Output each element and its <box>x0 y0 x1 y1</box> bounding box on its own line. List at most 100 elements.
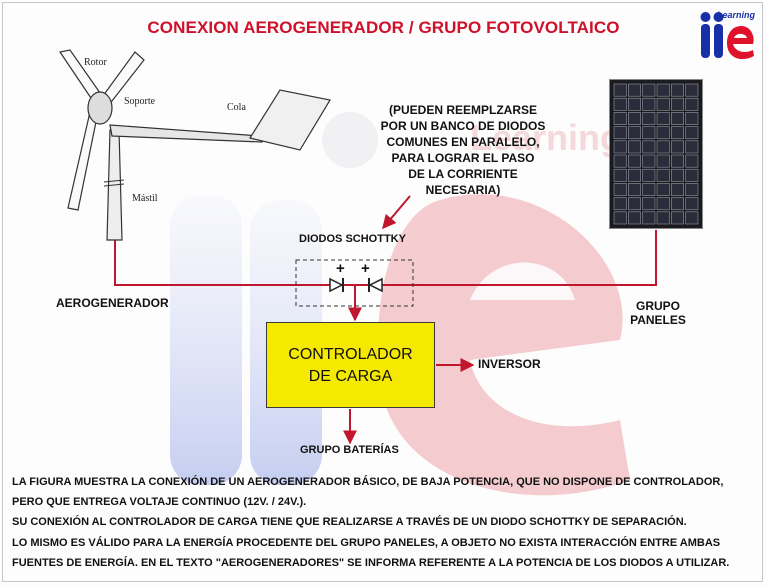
solar-cell <box>656 168 670 182</box>
solar-cell <box>671 197 684 211</box>
brand-logo: Learning <box>697 6 757 68</box>
panels-label-line2: PANELES <box>630 313 686 327</box>
solar-cell <box>613 211 627 225</box>
description-line: FUENTES DE ENERGÍA. EN EL TEXTO "AEROGEN… <box>12 556 730 569</box>
solar-cell <box>656 197 670 211</box>
solar-cell <box>642 126 656 140</box>
solar-cell <box>671 211 684 225</box>
controller-line1: CONTROLADOR <box>288 346 413 363</box>
solar-cell <box>685 211 699 225</box>
solar-cell <box>642 211 656 225</box>
solar-cell <box>613 83 627 97</box>
solar-cell <box>671 112 684 125</box>
charge-controller-box: CONTROLADOR DE CARGA <box>266 322 435 408</box>
turbine-label: AEROGENERADOR <box>56 296 169 310</box>
solar-cell <box>628 140 641 154</box>
solar-cell <box>642 112 656 125</box>
diode-plus-left: + <box>336 260 345 277</box>
solar-cell <box>656 83 670 97</box>
note-line: COMUNES EN PARALELO, <box>386 135 540 149</box>
solar-cell <box>628 83 641 97</box>
solar-cell <box>671 168 684 182</box>
description-line: PERO QUE ENTREGA VOLTAJE CONTINUO (12V. … <box>12 496 307 509</box>
tail-label: Cola <box>227 102 246 113</box>
controller-line2: DE CARGA <box>308 368 393 385</box>
solar-cell <box>628 211 641 225</box>
solar-cell <box>628 126 641 140</box>
solar-panel-illustration <box>609 79 703 229</box>
solar-cell <box>671 140 684 154</box>
solar-cell <box>656 97 670 111</box>
schottky-diode-left <box>329 277 344 293</box>
solar-cell <box>671 154 684 168</box>
page-title: CONEXION AEROGENERADOR / GRUPO FOTOVOLTA… <box>147 18 620 37</box>
solar-cell <box>628 154 641 168</box>
solar-cell <box>628 97 641 111</box>
solar-cell <box>685 168 699 182</box>
diodes-label: DIODOS SCHOTTKY <box>299 233 406 245</box>
solar-cell <box>656 126 670 140</box>
wire-from-turbine <box>114 240 330 286</box>
mast-label: Mástil <box>132 193 158 204</box>
description-line: SU CONEXIÓN AL CONTROLADOR DE CARGA TIEN… <box>12 516 687 529</box>
note-line: POR UN BANCO DE DIODOS <box>380 119 546 133</box>
solar-cell <box>656 112 670 125</box>
description-text: LA FIGURA MUESTRA LA CONEXIÓN DE UN AERO… <box>12 472 757 573</box>
diode-group-box <box>295 259 414 307</box>
solar-cell <box>671 97 684 111</box>
solar-cell <box>642 140 656 154</box>
solar-cell <box>642 183 656 196</box>
solar-cell <box>642 197 656 211</box>
solar-cell <box>613 168 627 182</box>
solar-cell <box>613 126 627 140</box>
note-line: (PUEDEN REEMPLZARSE <box>388 103 537 117</box>
solar-cell <box>685 112 699 125</box>
solar-cell <box>656 154 670 168</box>
solar-cells <box>613 83 699 225</box>
note-line: DE LA CORRIENTE <box>408 167 518 181</box>
wind-turbine-illustration <box>58 49 331 241</box>
solar-cell <box>628 197 641 211</box>
note-line: PARA LOGRAR EL PASO <box>391 151 535 165</box>
solar-cell <box>613 112 627 125</box>
solar-cell <box>656 211 670 225</box>
solar-cell <box>642 168 656 182</box>
solar-cell <box>628 183 641 196</box>
logo-word: Learning <box>716 10 755 20</box>
solar-cell <box>685 154 699 168</box>
solar-cell <box>642 154 656 168</box>
diode-note: (PUEDEN REEMPLZARSE POR UN BANCO DE DIOD… <box>358 102 568 198</box>
batteries-label: GRUPO BATERÍAS <box>300 444 399 456</box>
solar-cell <box>671 83 684 97</box>
description-line: LO MISMO ES VÁLIDO PARA LA ENERGÍA PROCE… <box>12 536 721 549</box>
solar-cell <box>628 168 641 182</box>
solar-cell <box>671 183 684 196</box>
solar-cell <box>613 183 627 196</box>
solar-cell <box>656 140 670 154</box>
rotor-label: Rotor <box>84 57 107 68</box>
solar-cell <box>656 183 670 196</box>
solar-cell <box>613 140 627 154</box>
schottky-diode-right <box>368 277 383 293</box>
solar-cell <box>613 97 627 111</box>
panels-label-line1: GRUPO <box>635 299 680 313</box>
solar-cell <box>685 140 699 154</box>
logo-glyph <box>700 12 754 60</box>
solar-cell <box>685 83 699 97</box>
solar-cell <box>685 97 699 111</box>
solar-cell <box>613 154 627 168</box>
solar-cell <box>671 126 684 140</box>
solar-cell <box>685 197 699 211</box>
diode-plus-right: + <box>361 260 370 277</box>
solar-cell <box>642 83 656 97</box>
solar-cell <box>628 112 641 125</box>
solar-cell <box>685 126 699 140</box>
panels-label: GRUPO PANELES <box>628 299 688 327</box>
solar-cell <box>642 97 656 111</box>
solar-cell <box>613 197 627 211</box>
solar-cell <box>685 183 699 196</box>
description-line: LA FIGURA MUESTRA LA CONEXIÓN DE UN AERO… <box>12 476 724 488</box>
